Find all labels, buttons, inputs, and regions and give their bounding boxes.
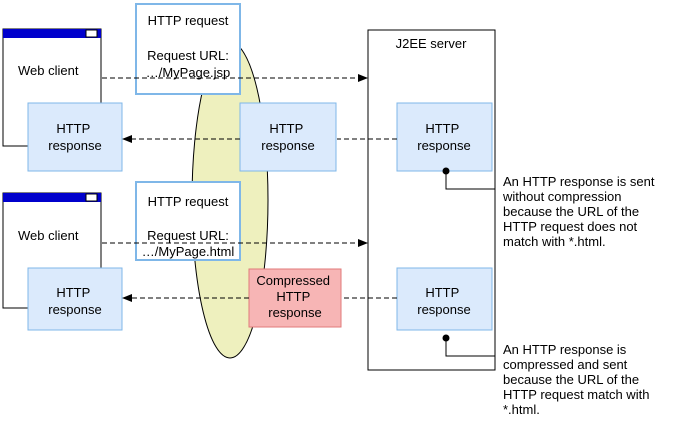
middle-http-response-text-top: HTTP response [261, 121, 314, 153]
annotation-leader-bottom [445, 338, 495, 357]
compressed-http-response-box [248, 268, 342, 328]
server-http-response-box-bottom [396, 267, 493, 331]
http-request-box-bottom [135, 181, 241, 261]
request-url-bottom: …/MyPage.html [142, 244, 235, 259]
middle-http-response-box-top [239, 102, 337, 172]
request-url-label-top: Request URL: [147, 48, 229, 63]
annotation-leader-top [445, 171, 495, 190]
http-request-title-top: HTTP request [148, 13, 229, 28]
client-http-response-text-top: HTTP response [48, 121, 101, 153]
web-client-label-top: Web client [18, 63, 79, 78]
compressed-http-response-text: Compressed HTTP response [256, 273, 333, 320]
server-http-response-box-top [396, 102, 493, 172]
client-http-response-text-bottom: HTTP response [48, 285, 101, 317]
server-http-response-text-top: HTTP response [417, 121, 470, 153]
request-url-label-bottom: Request URL: [147, 228, 229, 243]
request-url-top: …/MyPage.jsp [146, 65, 231, 80]
server-http-response-text-bottom: HTTP response [417, 285, 470, 317]
web-client-label-bottom: Web client [18, 228, 79, 243]
http-request-box-top [135, 3, 241, 95]
j2ee-server-label: J2EE server [396, 36, 467, 51]
annotation-text-bottom: An HTTP response is compressed and sent … [503, 342, 653, 417]
client-http-response-box-bottom [27, 267, 123, 331]
client-http-response-box-top [27, 102, 123, 172]
http-request-title-bottom: HTTP request [148, 194, 229, 209]
annotation-text-top: An HTTP response is sent without compres… [502, 174, 658, 249]
